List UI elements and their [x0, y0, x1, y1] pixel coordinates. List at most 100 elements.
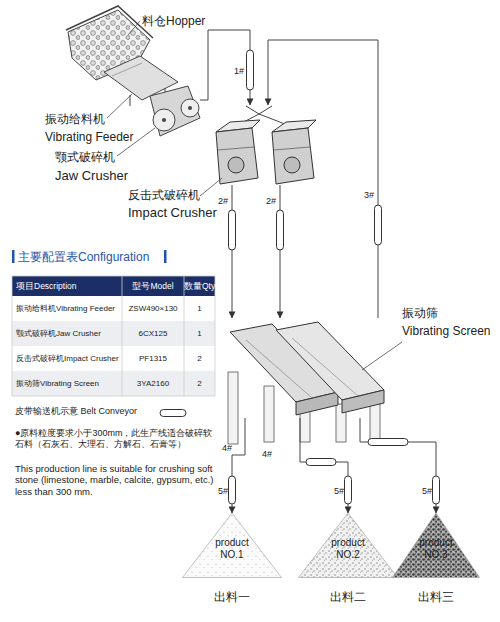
conveyor-number: 2#	[266, 196, 276, 207]
leader-line	[128, 21, 140, 35]
conveyor-symbol	[375, 205, 382, 245]
node-sublabel: Vibrating Feeder	[45, 130, 134, 144]
conveyor-symbol	[160, 410, 186, 417]
table-title: 主要配置表Configuration	[18, 250, 149, 264]
pile-outline	[183, 513, 282, 578]
conveyor-symbol	[306, 459, 336, 466]
crusher-body	[216, 128, 258, 184]
product-pile: product NO.2出料二	[298, 513, 398, 578]
conveyor-line	[200, 30, 250, 105]
note-text: This production line is suitable for cru…	[15, 463, 220, 497]
pile-outline	[393, 513, 480, 578]
table-border	[12, 276, 215, 396]
screen-deck	[276, 322, 384, 400]
conveyor-line	[232, 418, 245, 513]
callout-number: 4#	[262, 449, 272, 460]
note-text: ●原料粒度要求小于300mm，此生产线适合破碎软石料（石灰石、大理石、方解石、石…	[15, 428, 220, 450]
table-cell: 振动筛Vibrating Screen	[16, 379, 99, 389]
table-row	[12, 321, 215, 346]
conveyor-number: 5#	[218, 486, 228, 497]
table-header-cell: 型号Model	[122, 281, 184, 291]
feeder-detail	[112, 63, 142, 76]
conveyor-number: 3#	[364, 190, 374, 201]
leader-line	[107, 94, 132, 118]
screen-detail	[292, 338, 358, 396]
flywheel	[153, 109, 175, 131]
jaw-body	[150, 86, 200, 136]
conveyor-line	[300, 418, 348, 513]
table-cell: 振动给料机Vibrating Feeder	[16, 304, 115, 314]
table-cell: ZSW490×130	[122, 304, 184, 314]
conveyor-number: 5#	[334, 486, 344, 497]
table-rule	[122, 276, 123, 396]
node-label: 反击式破碎机	[128, 188, 200, 202]
node-label: product NO.2	[326, 537, 370, 561]
node-sublabel: Jaw Crusher	[55, 168, 128, 184]
rotor-wheel	[284, 157, 300, 173]
impact-crusher: 反击式破碎机Impact Crusher	[212, 105, 318, 185]
hopper-rim	[66, 6, 153, 38]
node-label: 振动给料机	[45, 112, 105, 126]
conveyor-symbol	[433, 476, 440, 504]
screen-side	[296, 392, 338, 415]
screen-side	[342, 390, 384, 413]
conveyor-line	[232, 185, 233, 318]
hopper: 料仓Hopper	[68, 8, 152, 80]
product-pile: product NO.3出料三	[392, 513, 480, 578]
conveyor-number: 2#	[218, 196, 228, 207]
conveyor-line	[268, 40, 378, 318]
jaw-crusher: 颚式破碎机Jaw Crusher	[148, 86, 200, 136]
conveyor-symbol	[229, 210, 236, 250]
crusher-detail	[218, 147, 254, 150]
table-cell: PF1315	[122, 354, 184, 364]
conveyor-symbol	[277, 210, 284, 250]
flywheel-hub	[162, 118, 166, 122]
leader-line	[200, 178, 222, 196]
conveyor-line	[360, 418, 436, 513]
node-label: product NO.3	[414, 537, 458, 561]
table-row	[12, 371, 215, 396]
table-rule	[184, 276, 185, 396]
crusher-detail	[274, 147, 310, 150]
table-cell: 6CX125	[122, 329, 184, 339]
table-cell: 2	[184, 354, 215, 364]
node-label: product NO.1	[210, 537, 254, 561]
screen-support	[264, 386, 274, 442]
splitter-chute	[246, 106, 272, 114]
table-cell: 1	[184, 304, 215, 314]
conveyor-symbols	[229, 50, 440, 504]
node-sublabel: 出料二	[298, 590, 398, 604]
table-row	[12, 346, 215, 371]
node-sublabel: Impact Crusher	[128, 205, 217, 221]
flywheel-hub	[188, 106, 192, 110]
table-header-cell: 项目Description	[16, 281, 77, 291]
node-sublabel: 出料一	[182, 590, 282, 604]
table-cell: 颚式破碎机Jaw Crusher	[16, 329, 101, 339]
conveyor-symbol	[345, 476, 352, 504]
node-sublabel: 出料三	[392, 590, 480, 604]
conveyor-symbol	[247, 50, 254, 90]
table-header	[12, 276, 215, 296]
flywheel	[181, 99, 199, 117]
conveyor-symbol	[368, 439, 408, 446]
table-cell: 3YA2160	[122, 379, 184, 389]
table-row	[12, 296, 215, 321]
pile-outline	[299, 513, 398, 578]
rotor-wheel	[228, 157, 244, 173]
conveyor-symbol	[229, 476, 236, 504]
legend-text: 皮带输送机示意 Belt Conveyor	[15, 406, 137, 417]
table-cell: 1	[184, 329, 215, 339]
vibrating-feeder: 振动给料机Vibrating Feeder	[104, 56, 178, 100]
callout-number: 4#	[222, 443, 232, 454]
table-cell: 反击式破碎机Impact Crusher	[16, 354, 119, 364]
vibrating-screen: 振动筛Vibrating Screen	[225, 318, 385, 418]
node-label: 料仓Hopper	[142, 14, 205, 28]
conveyor-number: 1#	[234, 66, 244, 77]
title-bar	[164, 250, 167, 263]
conveyor-line	[280, 185, 281, 318]
title-bar	[12, 250, 15, 263]
node-label: 振动筛	[402, 306, 438, 320]
node-label: 颚式破碎机	[55, 150, 115, 164]
node-sublabel: Vibrating Screen	[402, 324, 491, 338]
leader-line	[362, 342, 402, 370]
